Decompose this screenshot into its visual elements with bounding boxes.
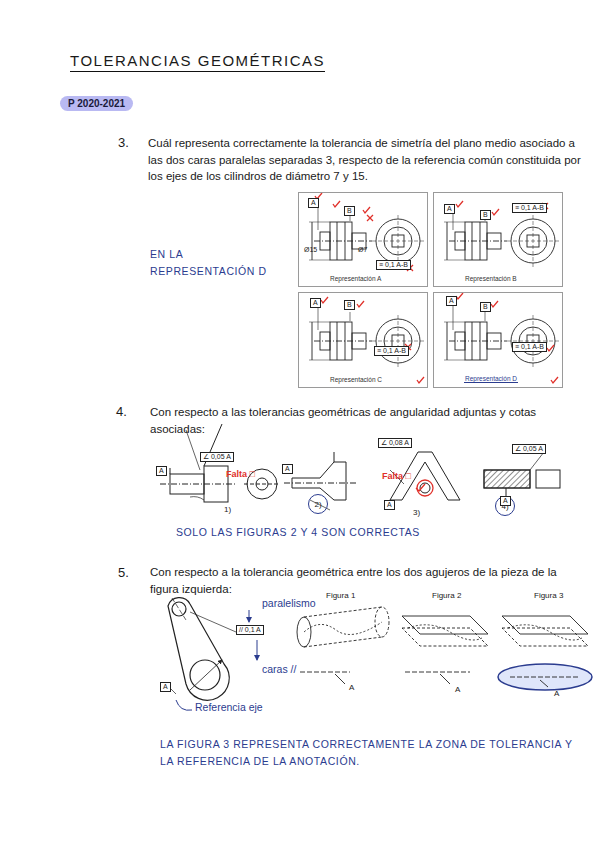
node-text: P 2020-2021 (68, 98, 125, 109)
tolerance-frame: ≡ 0,1 A-B (512, 203, 547, 213)
node-text: Representación D (464, 375, 518, 383)
handwritten-note: paralelismo (262, 596, 316, 611)
angularity-figures (160, 424, 560, 510)
page-title: TOLERANCIAS GEOMÉTRICAS (70, 52, 325, 72)
datum-box: A (446, 296, 457, 306)
datum-box: B (480, 210, 491, 220)
dimension: Ø15 (304, 246, 317, 254)
figure-caption: Figura 1 (326, 590, 355, 602)
handwritten-note: Referencia eje (195, 700, 263, 715)
tolerance-frame: ≡ 0,1 A-B (512, 342, 547, 352)
tolerance-frame: ≡ 0,1 A-B (376, 260, 411, 270)
figure-caption: Figura 2 (432, 590, 461, 602)
question-number: 3. (118, 134, 129, 153)
tolerance-frame: ∠ 0,05 A (200, 452, 234, 462)
datum-box: B (344, 300, 355, 310)
node-text: Representación B (464, 275, 518, 282)
answer-text: SOLO LAS FIGURAS 2 Y 4 SON CORRECTAS (176, 524, 420, 541)
answer-text: LA FIGURA 3 REPRESENTA CORRECTAMENTE LA … (160, 736, 585, 770)
datum-box: A (308, 198, 319, 208)
question-text: Cuál representa correctamente la toleran… (148, 135, 588, 185)
correction-note: Falta □ (226, 468, 255, 481)
datum-box: B (480, 302, 491, 312)
figure-number: 3) (413, 507, 420, 519)
datum-letter: A (554, 688, 559, 700)
link-part (168, 598, 236, 711)
answer-text: EN LA REPRESENTACIÓN D (150, 246, 285, 280)
datum-box: A (444, 204, 455, 214)
datum-box: A (384, 500, 395, 510)
option-panel: Representación D (433, 292, 563, 388)
question-number: 5. (118, 564, 129, 583)
handwritten-note: caras // (262, 662, 296, 677)
circled-figure-number: 2) (308, 494, 328, 514)
datum-box: B (344, 206, 355, 216)
figure-caption: Figura 3 (534, 590, 563, 602)
review-marks (315, 193, 558, 383)
tolerance-frame: ∠ 0,05 A (512, 444, 546, 454)
tolerance-frame: // 0,1 A (236, 625, 264, 635)
question-text: Con respecto a las tolerancias geométric… (150, 404, 590, 437)
red-marks (416, 480, 433, 496)
shaft-drawing (309, 206, 424, 267)
node-text: Representación A (329, 275, 382, 282)
datum-box: A (282, 464, 293, 474)
figure-3-planes (498, 616, 592, 690)
question-number: 4. (116, 403, 127, 422)
shaft-drawing (444, 206, 559, 267)
datum-box: A (156, 466, 167, 476)
figure-1-cylinder (297, 607, 389, 684)
correction-note: Falta □ (382, 470, 411, 483)
shaft-drawing (309, 306, 424, 367)
figure-number: 1) (224, 504, 231, 516)
figure-2-planes (402, 616, 488, 684)
datum-box: A (500, 496, 511, 506)
node-text: 2) (314, 500, 321, 509)
exam-tag: P 2020-2021 (60, 96, 133, 111)
note-arrows (249, 610, 257, 660)
datum-letter: A (349, 682, 354, 694)
datum-box: A (160, 682, 171, 692)
datum-letter: A (455, 684, 460, 696)
dimension: Ø7 (358, 246, 367, 254)
question-text: Con respecto a la tolerancia geométrica … (150, 564, 585, 597)
datum-box: A (310, 298, 321, 308)
node-text: Representación C (329, 376, 383, 383)
shaft-drawing (444, 306, 559, 367)
tolerance-frame: ≡ 0,1 A-B (374, 346, 409, 356)
tolerance-frame: ∠ 0,08 A (378, 438, 412, 448)
